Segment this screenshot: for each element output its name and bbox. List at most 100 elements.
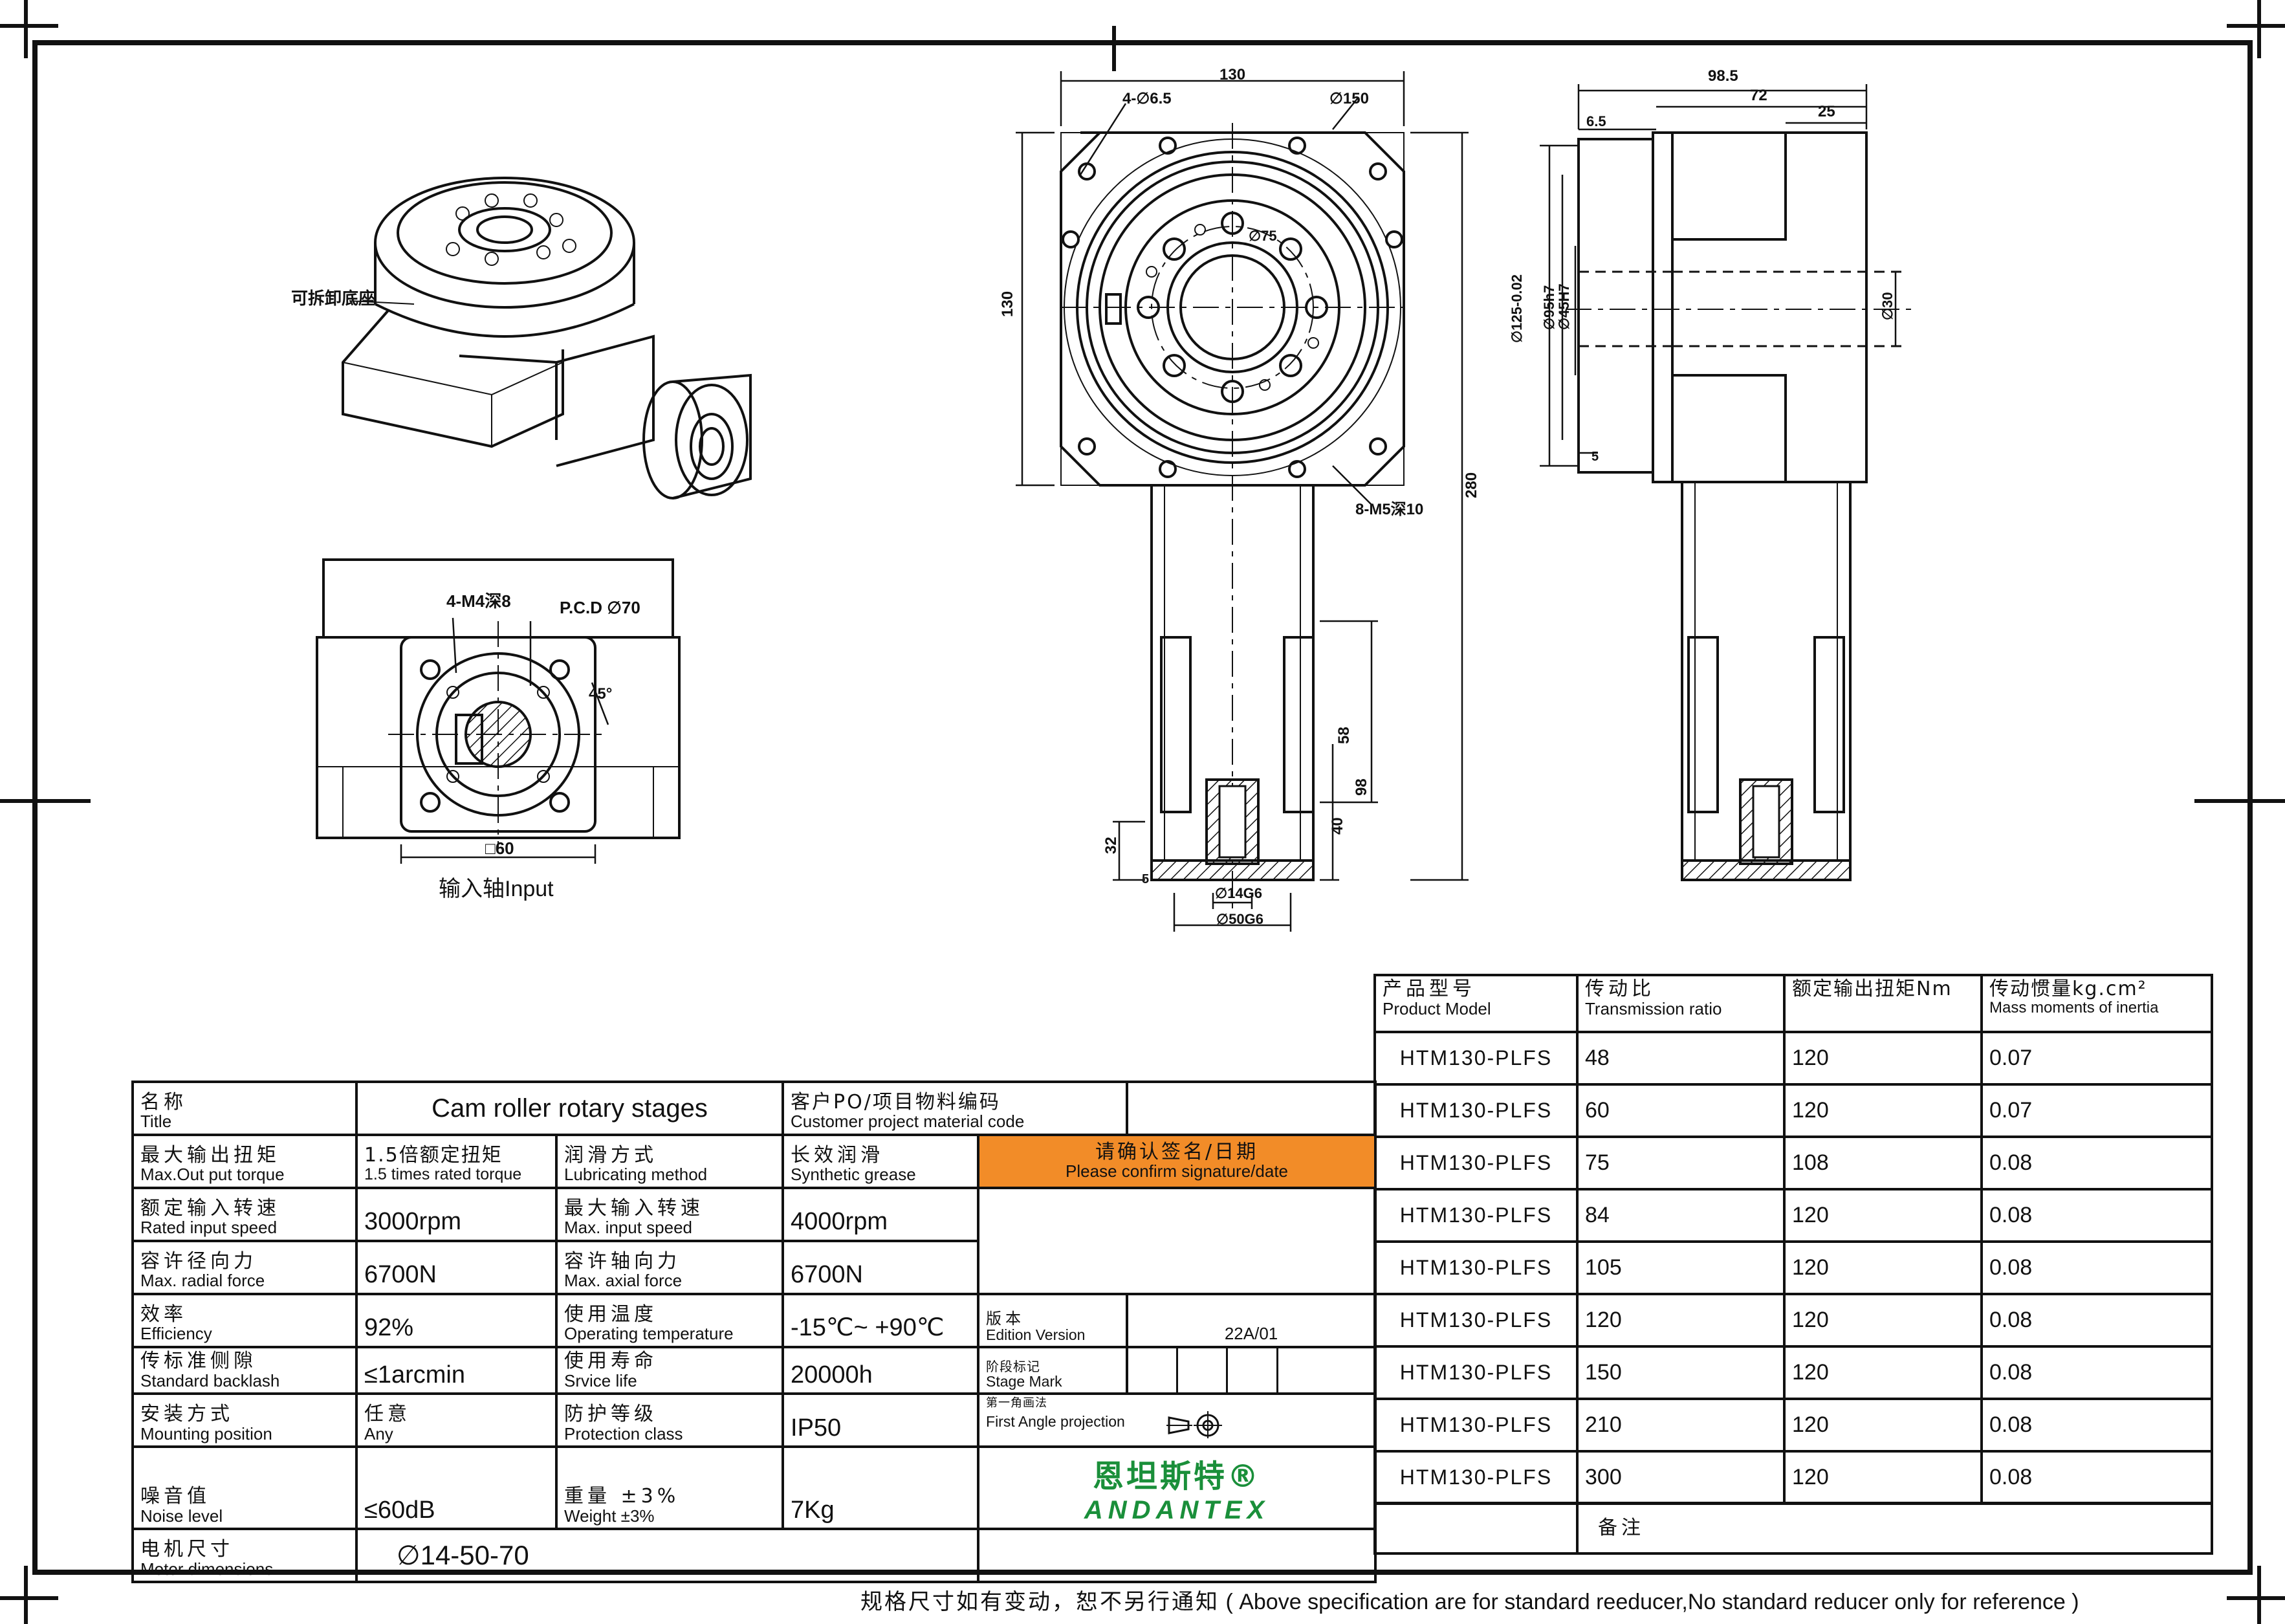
iso-note: 可拆卸底座 (291, 289, 375, 308)
spec-value: 6700N (782, 1240, 980, 1295)
edition-value: 22A/01 (1126, 1293, 1377, 1348)
remark-cell: 备注 (1576, 1502, 2213, 1555)
ratio-value-cell: 60 (1576, 1083, 1786, 1138)
input-square-label: □60 (485, 839, 514, 858)
ratio-header-ratio: 传动比 Transmission ratio (1576, 974, 1786, 1033)
projection-cell: 第一角画法 First Angle projection (977, 1392, 1377, 1449)
ratio-value-cell: 300 (1576, 1450, 1786, 1505)
ratio-model-cell: HTM130-PLFS (1373, 1398, 1579, 1453)
input-view: 4-M4深8 P.C.D ∅70 45° □60 输入轴Input (316, 558, 681, 901)
isometric-view: 可拆卸底座 (291, 177, 752, 499)
ratio-model-cell: HTM130-PLFS (1373, 1240, 1579, 1295)
footer-note-en: ( Above specification are for standard r… (1225, 1590, 2079, 1614)
spec-value: 4000rpm (782, 1187, 980, 1242)
ratio-model-cell: HTM130-PLFS (1373, 1293, 1579, 1348)
front-spigot-label: ∅50G6 (1216, 911, 1263, 927)
ratio-model-cell: HTM130-PLFS (1373, 1450, 1579, 1505)
ratio-table: 产品型号 Product Model 传动比 Transmission rati… (1373, 974, 2213, 1505)
ratio-torque-cell: 120 (1783, 1398, 1983, 1453)
side-d1-label: ∅125-0.02 (1509, 274, 1525, 343)
spec-value: ≤1arcmin (355, 1345, 558, 1396)
spec-value: 3000rpm (355, 1187, 558, 1242)
ratio-inertia-cell: 0.08 (1980, 1188, 2213, 1243)
brand-logo: 恩坦斯特® ANDANTEX (977, 1445, 1377, 1531)
front-height-label: 130 (999, 291, 1016, 317)
footer-note: 规格尺寸如有变动，恕不另行通知 ( Above specification ar… (860, 1584, 2079, 1616)
ratio-model-cell: HTM130-PLFS (1373, 1136, 1579, 1191)
side-d2-label: ∅95h7 (1541, 285, 1557, 330)
side-view: 98.5 72 25 6.5 ∅125-0.02 ∅95h7 ∅45H7 ∅30… (1509, 67, 1915, 881)
stage-boxes (1126, 1345, 1377, 1396)
ratio-inertia-cell: 0.07 (1980, 1031, 2213, 1086)
ratio-value-cell: 210 (1576, 1398, 1786, 1453)
front-bolt-circle-label: ∅150 (1329, 90, 1369, 107)
spec-value: 92% (355, 1293, 558, 1348)
ratio-model-cell: HTM130-PLFS (1373, 1188, 1579, 1243)
side-overall-label: 98.5 (1708, 67, 1738, 85)
ratio-inertia-cell: 0.08 (1980, 1450, 2213, 1505)
first-angle-projection-icon (1166, 1410, 1223, 1440)
title-value: Cam roller rotary stages (355, 1081, 785, 1136)
spec-value: 6700N (355, 1240, 558, 1295)
ratio-model-cell: HTM130-PLFS (1373, 1083, 1579, 1138)
ratio-torque-cell: 120 (1783, 1083, 1983, 1138)
input-angle-label: 45° (589, 685, 612, 703)
ratio-header-inertia: 传动惯量kg.cm² Mass moments of inertia (1980, 974, 2213, 1033)
ratio-model-cell: HTM130-PLFS (1373, 1031, 1579, 1086)
ratio-value-cell: 105 (1576, 1240, 1786, 1295)
input-view-caption: 输入轴Input (439, 877, 554, 901)
front-width-label: 130 (1219, 66, 1245, 83)
remark-left (1373, 1502, 1579, 1555)
motor-value: ∅14-50-70 (355, 1528, 980, 1584)
input-pcd-label: P.C.D ∅70 (560, 598, 640, 617)
ratio-value-cell: 75 (1576, 1136, 1786, 1191)
ratio-header-model: 产品型号 Product Model (1373, 974, 1579, 1033)
footer-note-cn: 规格尺寸如有变动，恕不另行通知 (860, 1589, 1219, 1615)
ratio-inertia-cell: 0.08 (1980, 1398, 2213, 1453)
side-lip-label: 6.5 (1586, 113, 1606, 129)
ratio-header-row: 产品型号 Product Model 传动比 Transmission rati… (1373, 974, 2213, 1033)
spec-value: -15℃~ +90℃ (782, 1293, 980, 1348)
ratio-value-cell: 48 (1576, 1031, 1786, 1086)
side-d5-label: 5 (1591, 450, 1599, 464)
front-view: 130 4-∅6.5 ∅150 ∅75 130 280 8-M5深10 58 9… (999, 66, 1480, 932)
side-d4-label: ∅30 (1879, 292, 1896, 320)
ratio-torque-cell: 120 (1783, 1031, 1983, 1086)
ratio-torque-cell: 120 (1783, 1293, 1983, 1348)
front-32-label: 32 (1102, 837, 1120, 854)
input-tapped-label: 4-M4深8 (446, 591, 511, 611)
spec-value: 7Kg (782, 1445, 980, 1531)
ratio-header-torque: 额定输出扭矩Nm (1783, 974, 1983, 1033)
ratio-torque-cell: 120 (1783, 1450, 1983, 1505)
side-flange-label: 25 (1818, 103, 1835, 120)
front-total-label: 280 (1463, 472, 1480, 498)
front-screws-label: 8-M5深10 (1355, 501, 1423, 518)
ratio-torque-cell: 120 (1783, 1240, 1983, 1295)
ratio-torque-cell: 120 (1783, 1188, 1983, 1243)
